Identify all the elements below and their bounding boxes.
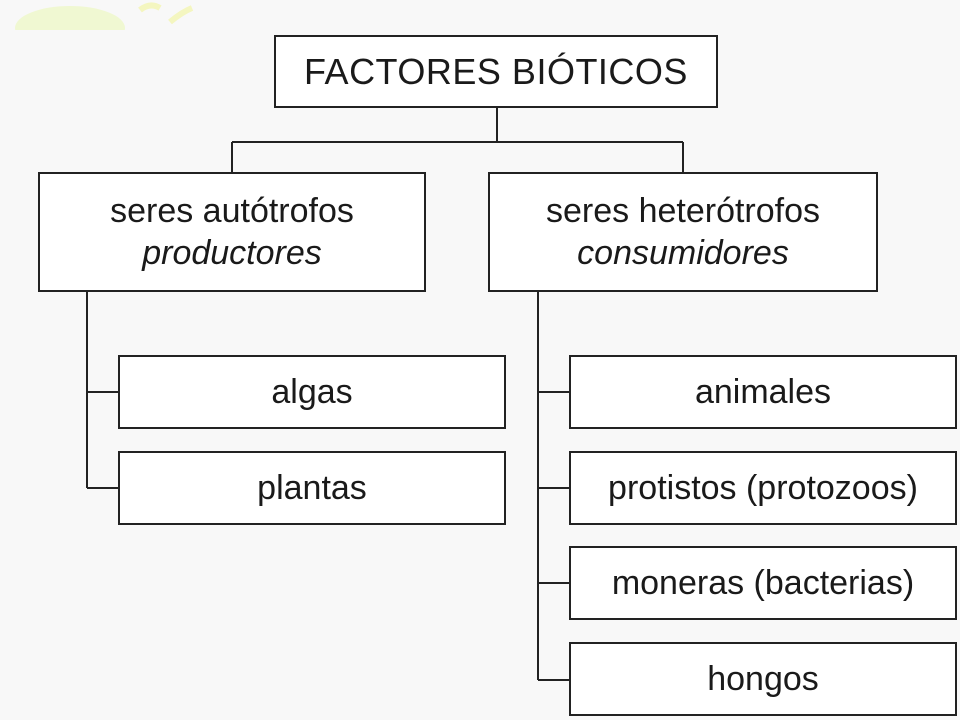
leaf-hongos: hongos	[569, 642, 957, 716]
category-title: seres autótrofos	[110, 191, 354, 230]
root-label: FACTORES BIÓTICOS	[304, 51, 688, 92]
category-heterotrofos: seres heterótrofos consumidores	[488, 172, 878, 292]
leaf-label: hongos	[707, 659, 819, 698]
leaf-label: protistos (protozoos)	[608, 468, 918, 507]
leaf-plantas: plantas	[118, 451, 506, 525]
root-node: FACTORES BIÓTICOS	[274, 35, 718, 108]
leaf-label: algas	[271, 372, 353, 411]
leaf-algas: algas	[118, 355, 506, 429]
category-subtitle: productores	[142, 234, 322, 272]
leaf-label: plantas	[257, 468, 367, 507]
leaf-moneras: moneras (bacterias)	[569, 546, 957, 620]
category-title: seres heterótrofos	[545, 191, 821, 230]
leaf-animales: animales	[569, 355, 957, 429]
leaf-protistos: protistos (protozoos)	[569, 451, 957, 525]
leaf-label: moneras (bacterias)	[611, 563, 915, 602]
category-autotrofos: seres autótrofos productores	[38, 172, 426, 292]
decorative-leaf-graphic	[15, 2, 194, 30]
leaf-label: animales	[694, 372, 832, 411]
category-subtitle: consumidores	[577, 234, 789, 272]
